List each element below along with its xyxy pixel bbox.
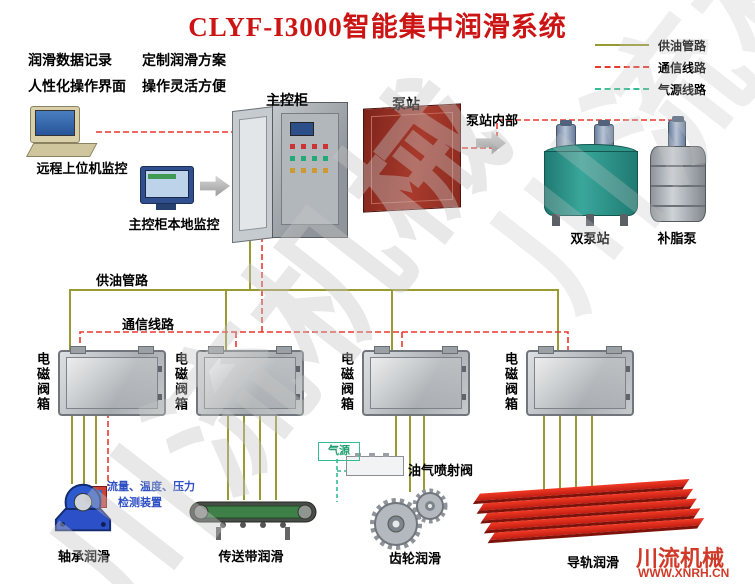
comm-pipe-label: 通信线路 [122, 317, 175, 332]
grease-pump-label: 补脂泵 [657, 231, 697, 246]
legend-item-supply: 供油管路 [595, 34, 747, 56]
barrel-rib [651, 205, 705, 207]
valve-box-label: 电磁阀箱 [34, 352, 50, 412]
brand-name: 川流机械 [636, 546, 725, 571]
supply-line-swatch [595, 44, 649, 46]
grease-barrel-illustration [650, 146, 706, 222]
valve-box-label: 电磁阀箱 [338, 352, 354, 412]
remote-computer-illustration [26, 106, 98, 158]
bearing-label: 轴承润滑 [57, 549, 110, 564]
comm-line-swatch [595, 66, 649, 68]
tank-leg [586, 214, 594, 226]
barrel-rib [651, 185, 705, 187]
sensor-label-line2: 检测装置 [118, 497, 162, 509]
lcd-stand [156, 204, 176, 210]
valve-box-door [534, 357, 626, 409]
feature-item: 人性化操作界面 [28, 80, 126, 95]
conveyor-label: 传送带润滑 [218, 549, 284, 564]
brand-website: WWW.XNRH.CN [638, 566, 730, 580]
lcd-screen-bar [148, 174, 176, 179]
air-source-tag: 气源 [318, 442, 360, 461]
gear-label: 齿轮润滑 [388, 551, 441, 566]
feature-item: 操作灵活方便 [142, 80, 226, 95]
main-cabinet-label: 主控柜 [266, 94, 308, 109]
dual-pump-tank-illustration [544, 151, 638, 216]
pump-station-label: 泵站 [392, 98, 420, 113]
rail-label: 导轨润滑 [566, 555, 619, 570]
tank-leg [552, 214, 560, 226]
pump-station-door [371, 111, 453, 205]
cabinet-panel [281, 113, 339, 225]
valve-box-door [204, 357, 296, 409]
gears-illustration [370, 488, 448, 550]
feature-item: 润滑数据记录 [28, 54, 112, 69]
cabinet-door [232, 106, 274, 244]
oil-air-valve-illustration [346, 453, 404, 476]
valve-box-latch [626, 394, 630, 400]
valve-box-illustration [58, 346, 166, 416]
remote-monitor-label: 远程上位机监控 [36, 161, 128, 176]
legend: 供油管路 通信线路 气源线路 [595, 34, 747, 100]
conveyor-illustration [189, 501, 317, 540]
valve-box-latch [626, 366, 630, 372]
air-line-swatch [595, 88, 649, 90]
bearing-illustration [54, 483, 112, 532]
valve-box-illustration [196, 346, 304, 416]
valve-box-latch [462, 394, 466, 400]
valve-box-latch [158, 366, 162, 372]
legend-label: 气源线路 [658, 82, 707, 97]
valve-box-door [66, 357, 158, 409]
legend-label: 通信线路 [658, 60, 707, 75]
valve-box-label: 电磁阀箱 [172, 352, 188, 412]
oil-air-valve-label: 油气喷射阀 [408, 463, 474, 478]
pump-station-interior-label: 泵站内部 [466, 113, 519, 128]
tank-leg [620, 214, 628, 226]
local-monitor-label: 主控柜本地监控 [128, 217, 220, 232]
supply-pipe-label: 供油管路 [96, 273, 149, 288]
cabinet-indicator-row [290, 144, 332, 149]
feature-list: 润滑数据记录 定制润滑方案 人性化操作界面 操作灵活方便 [28, 50, 226, 96]
valve-box-latch [296, 394, 300, 400]
local-monitor-illustration [140, 166, 196, 212]
page-title: CLYF-I3000智能集中润滑系统 [188, 12, 567, 42]
pump-station-illustration [363, 103, 461, 213]
valve-box-latch [158, 394, 162, 400]
cabinet-door-window [239, 115, 267, 232]
valve-box-door [370, 357, 462, 409]
feature-item: 定制润滑方案 [142, 54, 226, 69]
cabinet-panel-screen [290, 122, 314, 136]
valve-box-latch [296, 366, 300, 372]
valve-box-illustration [526, 346, 634, 416]
legend-item-comm: 通信线路 [595, 56, 747, 78]
computer-keyboard [26, 143, 98, 157]
valve-ports [355, 453, 395, 457]
barrel-rib [651, 165, 705, 167]
cabinet-indicator-row [290, 156, 332, 161]
valve-box-latch [462, 366, 466, 372]
sensor-label-line1: 流量、温度、压力 [107, 481, 195, 493]
valve-box-illustration [362, 346, 470, 416]
cabinet-body [272, 102, 348, 238]
main-cabinet-illustration [232, 102, 348, 244]
supply-line-path [69, 236, 593, 500]
legend-item-air: 气源线路 [595, 78, 747, 100]
valve-box-label: 电磁阀箱 [502, 352, 518, 412]
computer-screen [35, 110, 75, 136]
legend-label: 供油管路 [658, 38, 707, 53]
dual-pump-label: 双泵站 [570, 231, 610, 246]
cabinet-indicator-row [290, 168, 332, 173]
